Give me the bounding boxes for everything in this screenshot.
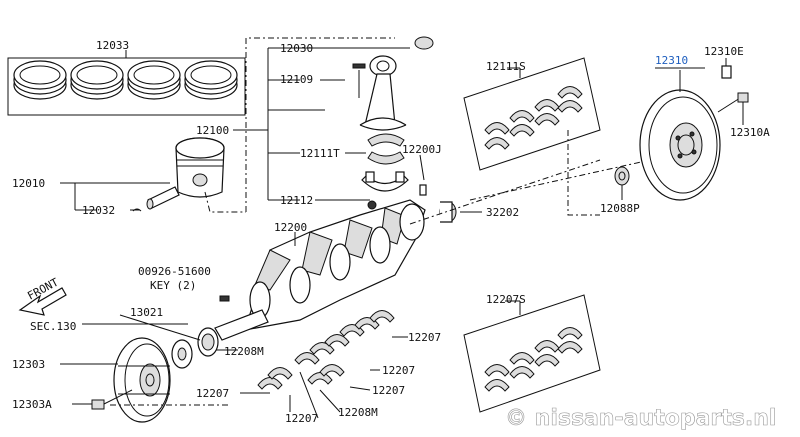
label-12207-a: 12207 xyxy=(408,331,441,344)
label-32202: 32202 xyxy=(486,206,519,219)
bearing-shells-center xyxy=(257,310,395,390)
bearing-shells-upper xyxy=(484,86,583,150)
crankshaft xyxy=(214,199,426,341)
bearing-shells-lower xyxy=(484,327,583,392)
label-12303: 12303 xyxy=(12,358,45,371)
piston-ring-set xyxy=(13,60,238,100)
label-12310E: 12310E xyxy=(704,45,744,58)
label-12207-d: 12207 xyxy=(196,387,229,400)
flywheel-collar xyxy=(614,166,630,200)
main-bearing-box-upper xyxy=(463,57,601,171)
label-key: KEY (2) xyxy=(150,279,196,292)
label-12100: 12100 xyxy=(196,124,229,137)
crank-pulley xyxy=(113,337,171,423)
label-12200: 12200 xyxy=(274,221,307,234)
label-12207-b: 12207 xyxy=(382,364,415,377)
rod-cap xyxy=(361,171,409,210)
label-12111S: 12111S xyxy=(486,60,526,73)
label-12010: 12010 xyxy=(12,177,45,190)
woodruff-key xyxy=(219,295,230,302)
dowel xyxy=(419,154,427,196)
label-12033: 12033 xyxy=(96,39,129,52)
label-12109: 12109 xyxy=(280,73,313,86)
label-13021: 13021 xyxy=(130,306,163,319)
conrod-bearing xyxy=(367,133,405,165)
label-12112: 12112 xyxy=(280,194,313,207)
conrod-bracket xyxy=(233,37,410,212)
piston-pin xyxy=(132,186,180,212)
connecting-rod xyxy=(352,36,434,131)
label-12200J: 12200J xyxy=(402,143,442,156)
label-sec130: SEC.130 xyxy=(30,320,76,333)
label-12303A: 12303A xyxy=(12,398,52,411)
label-12208M-b: 12208M xyxy=(338,406,378,419)
flywheel xyxy=(639,89,721,201)
timing-sprocket xyxy=(171,339,193,369)
label-12207-e: 12207 xyxy=(285,412,318,425)
label-12310A: 12310A xyxy=(730,126,770,139)
flywheel-bolt xyxy=(717,92,749,125)
main-bearing-box-lower xyxy=(463,294,601,413)
pilot-bushing xyxy=(439,201,482,223)
label-12030: 12030 xyxy=(280,42,313,55)
label-00926-51600: 00926-51600 xyxy=(138,265,211,278)
label-12088P: 12088P xyxy=(600,202,640,215)
piston-rings-box xyxy=(7,50,246,116)
piston xyxy=(175,137,225,198)
label-12111T: 12111T xyxy=(300,147,340,160)
front-arrow xyxy=(18,287,67,316)
flywheel-dowel xyxy=(721,58,732,79)
label-12310: 12310 xyxy=(655,54,688,67)
label-12032: 12032 xyxy=(82,204,115,217)
label-12207-c: 12207 xyxy=(372,384,405,397)
label-12208M-a: 12208M xyxy=(224,345,264,358)
label-12207S: 12207S xyxy=(486,293,526,306)
watermark: © nissan-autoparts.nl xyxy=(505,406,776,431)
crank-gear xyxy=(197,327,219,357)
